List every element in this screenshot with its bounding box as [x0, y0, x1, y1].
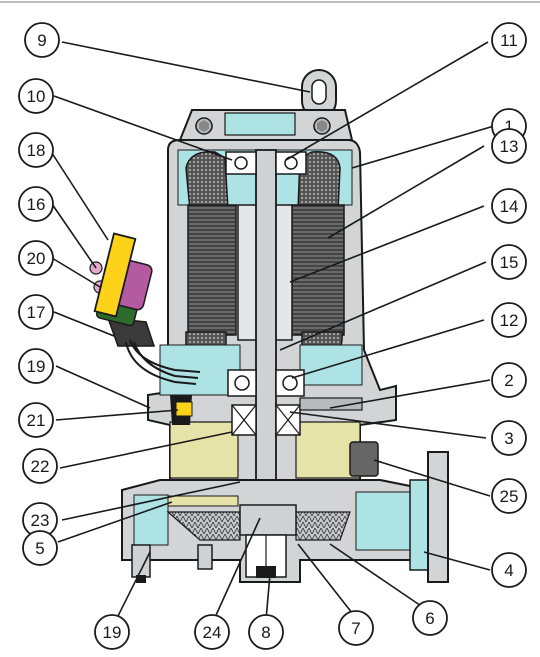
callout-circle: [18, 132, 54, 168]
callout-circle: [18, 78, 54, 114]
callout-label: 12: [500, 311, 519, 330]
callout-23: 23: [22, 502, 58, 538]
callout-circle: [491, 302, 527, 338]
callout-circle: [22, 530, 58, 566]
callout-label: 5: [35, 539, 44, 558]
callout-label: 19: [103, 623, 122, 642]
upper-bearing: [225, 151, 307, 175]
callout-6: 6: [412, 600, 448, 636]
callout-circle: [491, 22, 527, 58]
oil-chamber-right: [295, 421, 361, 479]
callout-circle: [491, 244, 527, 280]
callout-label: 1: [504, 117, 513, 136]
callout-circle: [18, 348, 54, 384]
cable-conductors: [125, 339, 201, 385]
top-cover: [178, 109, 354, 141]
lower-coolant-chamber-right: [299, 344, 363, 386]
power-cable: [93, 232, 137, 318]
callout-15: 15: [491, 244, 527, 280]
callout-label: 11: [500, 31, 518, 50]
volute-water-right: [355, 491, 411, 551]
callout-circle: [491, 188, 527, 224]
callout-24: 24: [194, 614, 230, 650]
callout-label: 19: [27, 357, 46, 376]
callout-21: 21: [18, 402, 54, 438]
top-bolt-right: [313, 117, 331, 135]
callout-circle: [491, 420, 527, 456]
callout-13: 13: [491, 128, 527, 164]
mechanical-seal-upper: [231, 404, 301, 436]
seal-plate: [299, 397, 363, 411]
callout-circle: [491, 128, 527, 164]
callout-label: 20: [27, 249, 46, 268]
callout-11: 11: [491, 22, 527, 58]
callout-label: 23: [31, 511, 50, 530]
callout-5: 5: [22, 530, 58, 566]
callout-label: 3: [504, 429, 513, 448]
callout-label: 4: [504, 561, 513, 580]
callout-4: 4: [491, 552, 527, 588]
callout-label: 15: [500, 253, 519, 272]
callout-circle: [18, 402, 54, 438]
callout-circle: [194, 614, 230, 650]
callout-label: 24: [203, 623, 222, 642]
leader-lines: [49, 41, 495, 629]
callout-circle: [94, 614, 130, 650]
top-bolt-left: [195, 117, 213, 135]
callout-label: 25: [500, 487, 519, 506]
oil-chamber: [169, 421, 239, 479]
callout-9: 9: [24, 22, 60, 58]
callout-label: 18: [27, 141, 46, 160]
callout-19a: 19: [18, 348, 54, 384]
callout-17: 17: [18, 294, 54, 330]
callout-circle: [491, 362, 527, 398]
callout-label: 8: [261, 623, 270, 642]
base-feet: [131, 544, 213, 583]
callout-20: 20: [18, 240, 54, 276]
callout-18: 18: [18, 132, 54, 168]
callout-circle: [22, 448, 58, 484]
callout-22: 22: [22, 448, 58, 484]
impeller: [166, 504, 351, 541]
callout-19b: 19: [94, 614, 130, 650]
callout-label: 7: [351, 619, 360, 638]
callout-circle: [338, 610, 374, 646]
callout-7: 7: [338, 610, 374, 646]
callout-label: 13: [500, 137, 519, 156]
callout-2: 2: [491, 362, 527, 398]
callout-16: 16: [18, 186, 54, 222]
callout-8: 8: [248, 614, 284, 650]
callout-10: 10: [18, 78, 54, 114]
volute-water-left: [133, 494, 169, 546]
callout-circle: [18, 294, 54, 330]
callout-circle: [248, 614, 284, 650]
callout-14: 14: [491, 188, 527, 224]
callout-3: 3: [491, 420, 527, 456]
callout-12: 12: [491, 302, 527, 338]
discharge-flange: [409, 451, 449, 583]
lower-bearing: [227, 369, 305, 397]
callout-label: 14: [500, 197, 519, 216]
callout-25: 25: [491, 478, 527, 514]
callout-label: 17: [27, 303, 46, 322]
callout-label: 6: [425, 609, 434, 628]
callout-label: 22: [31, 457, 50, 476]
callout-circle: [412, 600, 448, 636]
cutter-assembly: [245, 534, 287, 578]
callout-label: 9: [37, 31, 46, 50]
callout-circle: [18, 186, 54, 222]
lifting-eye: [301, 69, 337, 119]
callout-label: 2: [504, 371, 513, 390]
seal-leakage-sensor: [170, 395, 193, 425]
callout-label: 16: [27, 195, 46, 214]
callout-circle: [491, 478, 527, 514]
side-plug: [349, 441, 379, 477]
wear-ring: [167, 495, 239, 507]
callout-circle: [18, 240, 54, 276]
callout-label: 21: [27, 411, 46, 430]
callout-circle: [24, 22, 60, 58]
callout-circle: [491, 552, 527, 588]
callout-label: 10: [27, 87, 46, 106]
